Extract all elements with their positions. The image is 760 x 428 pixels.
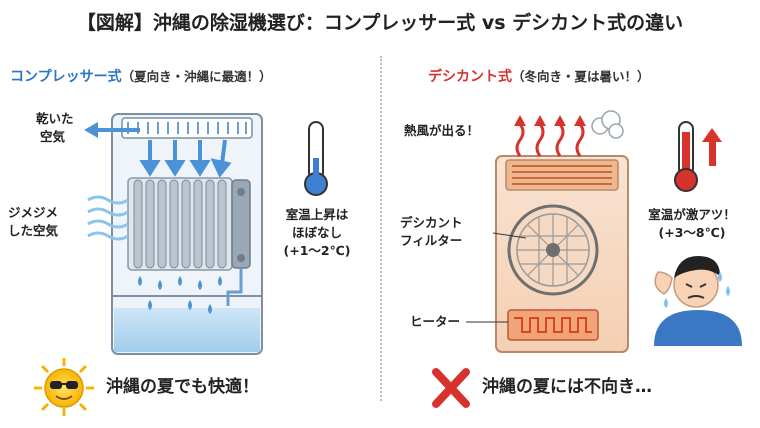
center-divider: [380, 56, 382, 401]
desiccant-dehumidifier: [466, 110, 629, 353]
steam-puff-icon: [591, 110, 624, 139]
red-x-icon: [432, 368, 470, 408]
hot-air-label: 熱風が出る！: [404, 123, 480, 138]
right-panel-heading: デシカント式（冬向き・夏は暑い！）: [428, 66, 650, 86]
compressor-verdict: 沖縄の夏でも快適！: [106, 377, 259, 397]
compressor-heading: コンプレッサー式: [10, 69, 122, 85]
temperature-up-arrow-icon: [702, 128, 722, 166]
thermometer-cool-icon: [304, 121, 328, 196]
hot-air-arrows: [515, 123, 585, 157]
sweating-person-icon: [654, 256, 742, 346]
compressor-subheading: （夏向き・沖縄に最適！）: [121, 69, 272, 84]
humid-air-label: ジメジメ した空気: [8, 205, 59, 238]
heater-label: ヒーター: [410, 314, 461, 329]
airflow-down-arrows: [139, 139, 232, 178]
cooling-coil: [127, 177, 251, 306]
desiccant-heading: デシカント式: [428, 69, 512, 85]
page-title: 【図解】沖縄の除湿機選び：コンプレッサー式 vs デシカント式の違い: [76, 12, 684, 34]
compressor-temp-label: 室温上昇は ほぼなし (+1〜2℃): [283, 207, 351, 258]
dry-air-arrow: [84, 122, 140, 138]
desiccant-filter-label: デシカント フィルター: [400, 215, 463, 248]
water-droplets: [138, 276, 222, 314]
sun-with-sunglasses-icon: [34, 358, 94, 416]
compressor-dehumidifier: [84, 113, 263, 355]
desiccant-filter-wheel: [507, 204, 599, 296]
heater-element: [507, 309, 599, 341]
thermometer-hot-icon: [674, 121, 698, 192]
humid-air-waves: [87, 195, 129, 241]
dry-air-label: 乾いた 空気: [36, 111, 74, 144]
desiccant-subheading: （冬向き・夏は暑い！）: [512, 69, 650, 84]
desiccant-verdict: 沖縄の夏には不向き…: [482, 377, 652, 397]
left-panel-heading: コンプレッサー式（夏向き・沖縄に最適！）: [10, 66, 272, 86]
water-tank: [114, 308, 260, 352]
desiccant-temp-label: 室温が激アツ！ (+3〜8℃): [648, 207, 736, 240]
